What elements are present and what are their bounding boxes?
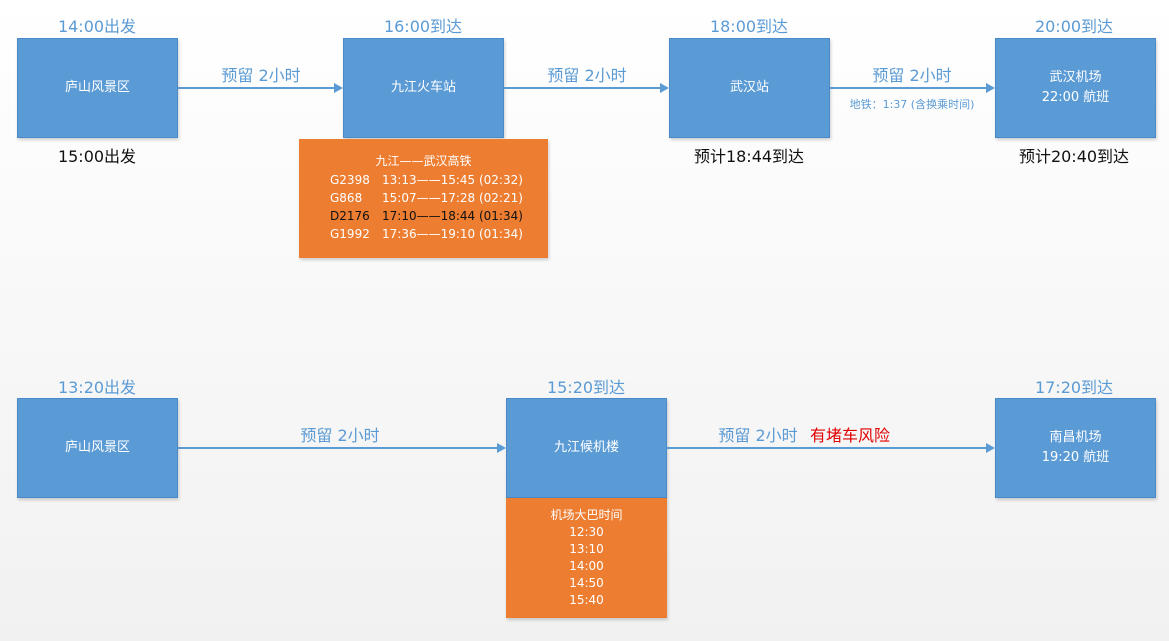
train-row: G868 15:07——17:28 (02:21) (330, 189, 548, 207)
train-code: G2398 (330, 173, 370, 187)
route1-metro-note: 地铁：1:37 (含换乘时间) (849, 98, 975, 111)
route2-time-jiujiang-terminal: 15:20到达 (546, 378, 626, 397)
train-code: G1992 (330, 227, 370, 241)
train-schedule-title: 九江——武汉高铁 (375, 154, 472, 168)
route1-time-wuhan-airport: 20:00到达 (1034, 17, 1114, 36)
train-time: 17:36——19:10 (01:34) (382, 227, 523, 241)
route1-node-scenic: 庐山风景区 (17, 38, 178, 138)
route1-node-jiujiang-station: 九江火车站 (343, 38, 504, 138)
route2-node-jiujiang-terminal-label: 九江候机楼 (553, 440, 619, 455)
route2-node-nanchang-airport-name: 南昌机场 (1049, 430, 1102, 445)
route2-node-scenic-label: 庐山风景区 (64, 440, 130, 455)
train-time: 17:10——18:44 (01:34) (382, 209, 523, 223)
train-schedule-panel: 九江——武汉高铁 G2398 13:13——15:45 (02:32) G868… (299, 139, 548, 258)
route2-node-scenic: 庐山风景区 (17, 398, 178, 498)
route1-node-wuhan-station: 武汉站 (669, 38, 830, 138)
bus-time: 14:00 (569, 559, 604, 573)
route1-time-wuhan-station: 18:00到达 (709, 17, 789, 36)
train-time: 13:13——15:45 (02:32) (382, 173, 523, 187)
train-row: G2398 13:13——15:45 (02:32) (330, 171, 548, 189)
route2-risk-note: 有堵车风险 (810, 426, 891, 445)
route1-reserve-2: 预留 2小时 (547, 66, 627, 85)
route2-arrow-1 (178, 443, 506, 453)
route2-node-nanchang-airport: 南昌机场 19:20 航班 (995, 398, 1156, 498)
route1-eta-wuhan-station: 预计18:44到达 (693, 147, 805, 166)
train-row-highlighted: D2176 17:10——18:44 (01:34) (330, 207, 548, 225)
route2-reserve-1: 预留 2小时 (300, 426, 380, 445)
route1-node-scenic-label: 庐山风景区 (64, 80, 130, 95)
bus-time: 12:30 (569, 525, 604, 539)
route1-node-wuhan-airport: 武汉机场 22:00 航班 (995, 38, 1156, 138)
route2-reserve-2: 预留 2小时 (718, 426, 798, 445)
route1-reserve-3: 预留 2小时 (872, 66, 952, 85)
route1-arrow-2 (504, 83, 669, 93)
bus-time: 14:50 (569, 576, 604, 590)
train-code: D2176 (330, 209, 370, 223)
route1-time-depart: 14:00出发 (57, 17, 137, 36)
bus-time: 15:40 (569, 593, 604, 607)
route1-reserve-1: 预留 2小时 (221, 66, 301, 85)
route2-arrow-2 (667, 443, 995, 453)
bus-time: 13:10 (569, 542, 604, 556)
route2-time-nanchang-airport: 17:20到达 (1034, 378, 1114, 397)
route1-eta-wuhan-airport: 预计20:40到达 (1018, 147, 1130, 166)
airport-bus-panel: 机场大巴时间 12:30 13:10 14:00 14:50 15:40 (506, 498, 667, 618)
route1-node-jiujiang-station-label: 九江火车站 (390, 80, 456, 95)
route1-arrow-1 (178, 83, 343, 93)
route1-node-wuhan-airport-name: 武汉机场 (1049, 70, 1102, 85)
route1-depart-actual: 15:00出发 (57, 147, 137, 166)
train-time: 15:07——17:28 (02:21) (382, 191, 523, 205)
route1-node-wuhan-station-label: 武汉站 (729, 80, 769, 95)
train-row: G1992 17:36——19:10 (01:34) (330, 225, 548, 243)
train-code: G868 (330, 191, 363, 205)
route1-arrow-3 (830, 83, 995, 93)
route2-node-jiujiang-terminal: 九江候机楼 (506, 398, 667, 498)
route2-time-depart: 13:20出发 (57, 378, 137, 397)
route1-node-wuhan-airport-flight: 22:00 航班 (1041, 90, 1110, 105)
route1-time-jiujiang: 16:00到达 (383, 17, 463, 36)
route2-node-nanchang-airport-flight: 19:20 航班 (1041, 450, 1110, 465)
airport-bus-title: 机场大巴时间 (550, 508, 623, 522)
